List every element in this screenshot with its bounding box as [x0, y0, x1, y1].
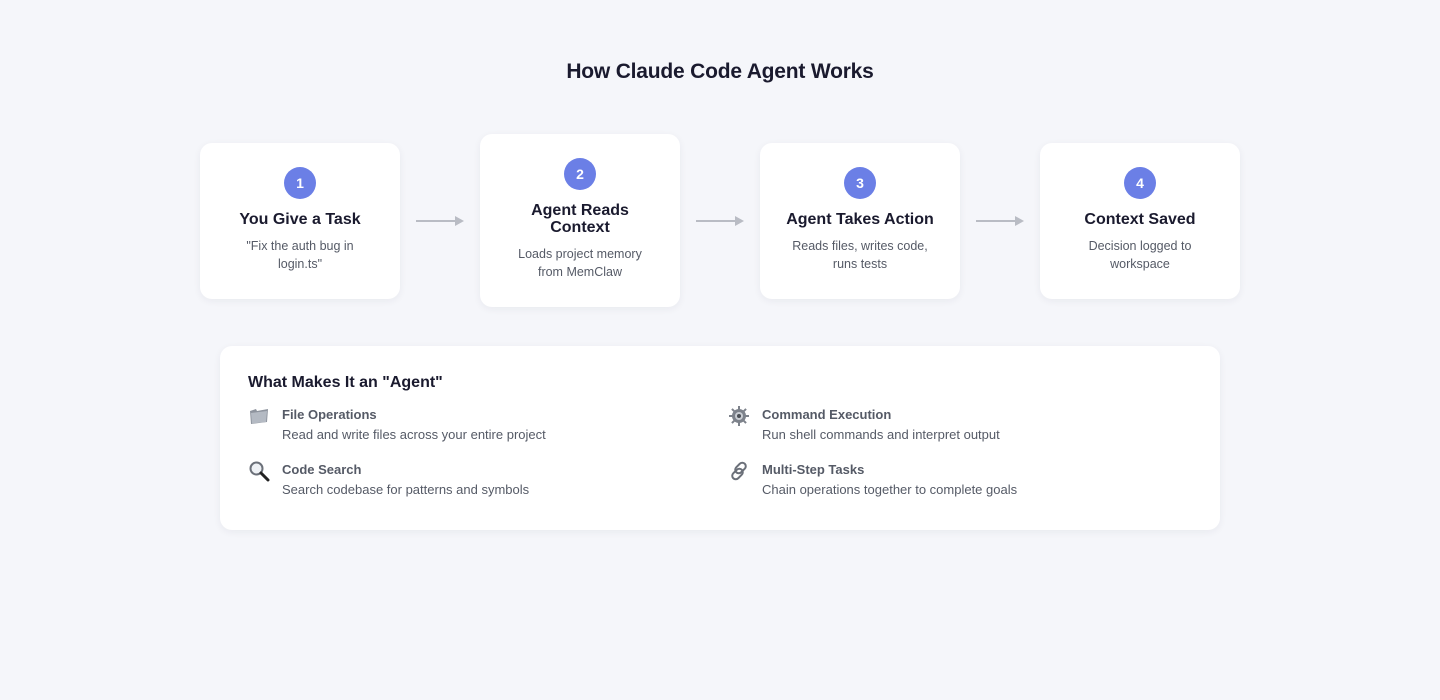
step-title: Agent Reads Context [531, 202, 629, 236]
step-description: Loads project memory from MemClaw [518, 247, 642, 279]
feature-name: Multi-Step Tasks [762, 462, 865, 477]
step-description: Decision logged to workspace [1088, 238, 1192, 271]
feature-description: Run shell commands and interpret output [762, 427, 1000, 442]
step-card-1: 1 You Give a Task "Fix the auth bug in l… [200, 142, 400, 299]
step-number-badge: 1 [284, 166, 316, 199]
arrow-right-icon [696, 215, 744, 226]
magnifier-icon [248, 460, 270, 482]
step-title: Context Saved [1084, 210, 1196, 228]
feature-code-search: Code Search Search codebase for patterns… [248, 460, 728, 500]
link-icon [728, 460, 750, 482]
feature-name: Command Execution [762, 407, 892, 422]
feature-multi-step-tasks: Multi-Step Tasks Chain operations togeth… [728, 460, 1208, 500]
feature-description: Read and write files across your entire … [282, 427, 546, 442]
workflow-steps: 1 You Give a Task "Fix the auth bug in l… [200, 134, 1240, 307]
step-title: Agent Takes Action [786, 210, 934, 228]
arrow-right-icon [416, 215, 464, 226]
step-card-2: 2 Agent Reads Context Loads project memo… [480, 134, 680, 307]
feature-description: Search codebase for patterns and symbols [282, 482, 530, 497]
feature-file-operations: File Operations Read and write files acr… [248, 407, 728, 445]
features-panel: What Makes It an "Agent" File Operations… [220, 346, 1220, 530]
arrow-right-icon [976, 215, 1024, 226]
step-title: You Give a Task [239, 210, 361, 228]
page-title: How Claude Code Agent Works [566, 60, 874, 83]
feature-name: File Operations [282, 407, 377, 422]
feature-description: Chain operations together to complete go… [762, 482, 1018, 497]
folder-icon [248, 405, 270, 427]
features-grid: File Operations Read and write files acr… [248, 406, 1192, 500]
step-card-4: 4 Context Saved Decision logged to works… [1040, 142, 1240, 299]
step-number-badge: 3 [844, 166, 876, 199]
feature-command-execution: Command Execution Run shell commands and… [728, 405, 1208, 445]
feature-name: Code Search [282, 462, 362, 477]
step-number-badge: 2 [564, 158, 596, 190]
step-card-3: 3 Agent Takes Action Reads files, writes… [760, 142, 960, 299]
gear-icon [728, 405, 750, 427]
step-description: Reads files, writes code, runs tests [792, 238, 928, 271]
features-title: What Makes It an "Agent" [248, 374, 443, 391]
step-number-badge: 4 [1124, 166, 1156, 199]
step-description: "Fix the auth bug in login.ts" [246, 238, 354, 271]
